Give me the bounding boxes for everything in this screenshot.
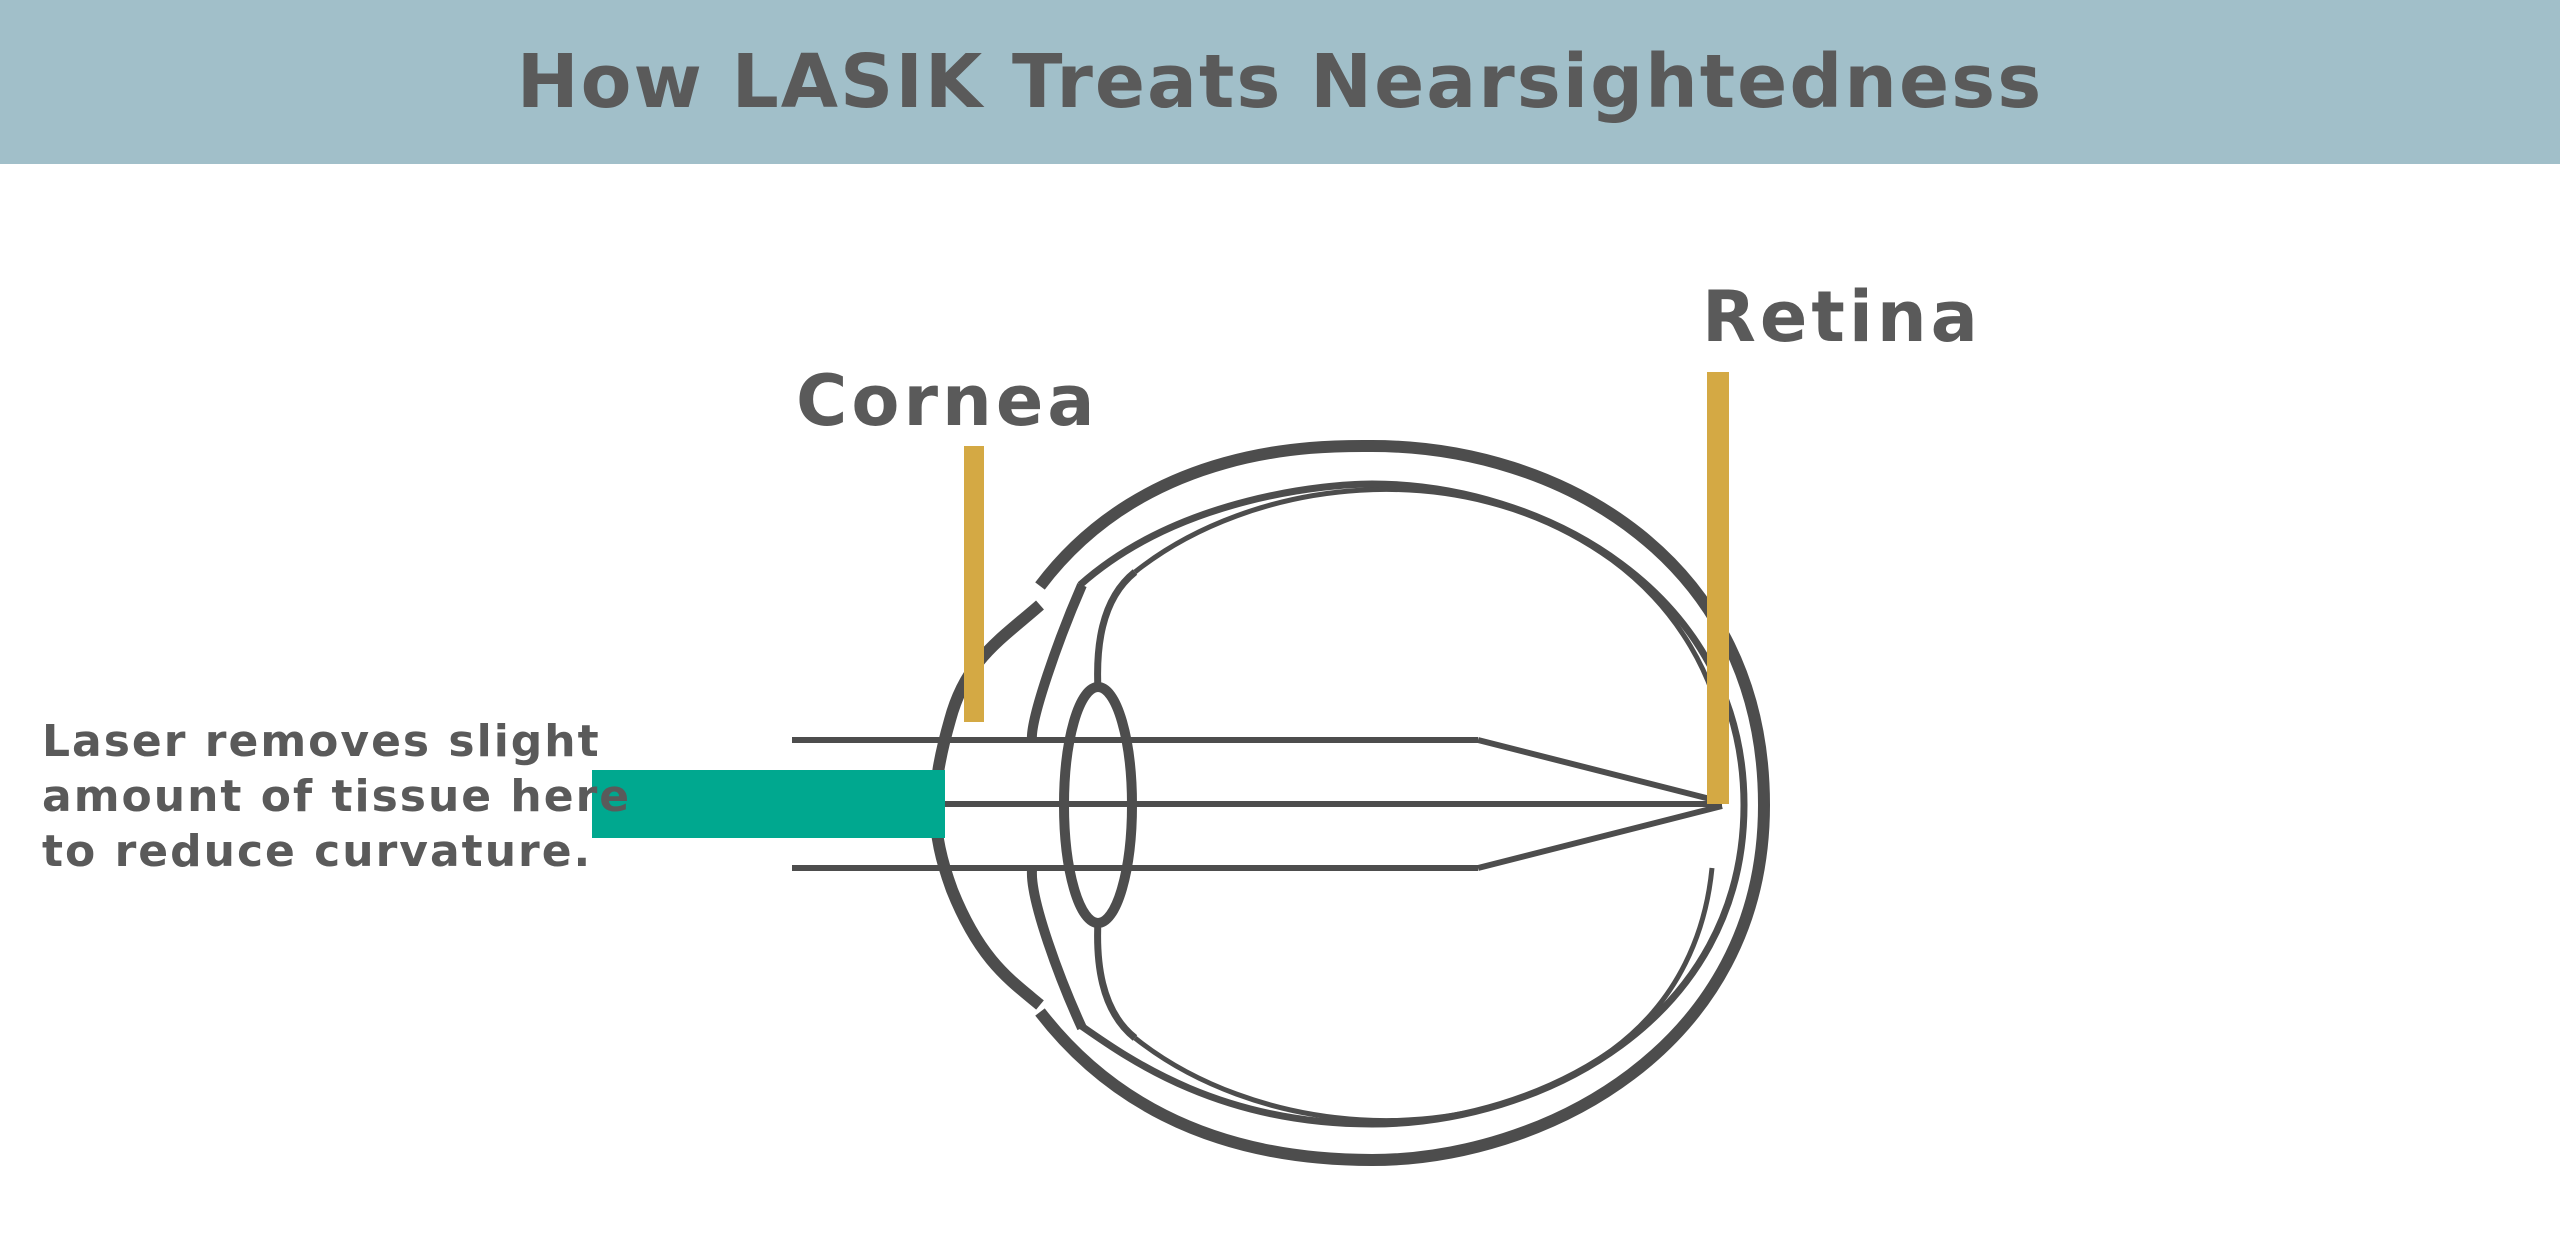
light-ray-bottom-converge bbox=[1477, 803, 1723, 871]
cornea-label: Cornea bbox=[796, 360, 1099, 442]
choroid-upper bbox=[1133, 486, 1727, 741]
caption-line-2: amount of tissue here bbox=[42, 771, 632, 822]
iris-lower bbox=[1026, 869, 1087, 1031]
ciliary-upper bbox=[1094, 569, 1138, 691]
laser-caption: Laser removes slight amount of tissue he… bbox=[42, 714, 631, 879]
laser-beam bbox=[592, 770, 945, 838]
page-title: How LASIK Treats Nearsightedness bbox=[516, 39, 2044, 125]
light-ray-top-converge bbox=[1477, 737, 1723, 805]
choroid-lower bbox=[1133, 867, 1715, 1124]
caption-line-3: to reduce curvature. bbox=[42, 826, 593, 877]
ciliary-lower bbox=[1094, 919, 1138, 1041]
retina-label: Retina bbox=[1702, 276, 1982, 358]
retina-layer bbox=[1077, 480, 1748, 1128]
title-banner: How LASIK Treats Nearsightedness bbox=[0, 0, 2560, 164]
cornea-pointer bbox=[964, 446, 984, 722]
caption-line-1: Laser removes slight bbox=[42, 716, 601, 767]
iris-upper bbox=[1026, 583, 1087, 741]
sclera-outline bbox=[1035, 439, 1771, 1167]
retina-pointer bbox=[1707, 372, 1729, 804]
